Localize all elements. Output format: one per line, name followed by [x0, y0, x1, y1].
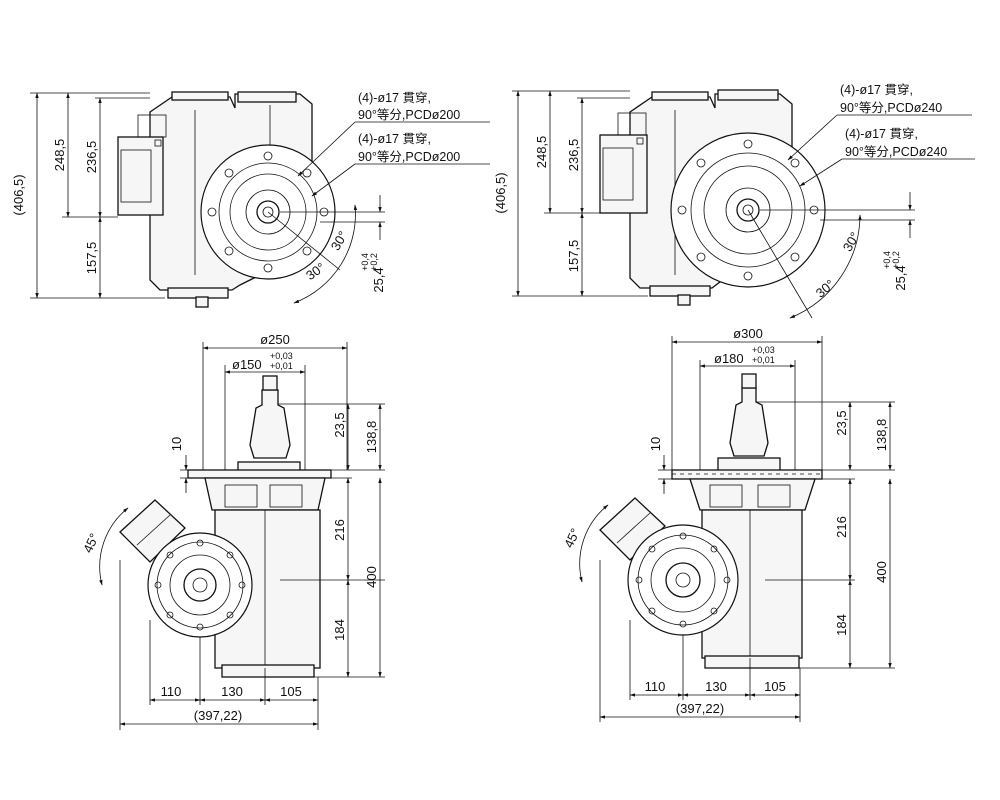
dim-width-130: 130: [221, 684, 243, 699]
pull-stud: [262, 375, 278, 391]
dim-400: 400: [364, 566, 379, 588]
dim-offset-tol-minus: +0,2: [369, 253, 379, 271]
top-cap: [717, 89, 779, 101]
dim-total-width: (397,22): [676, 701, 724, 716]
dim-138-8: 138,8: [364, 421, 379, 454]
dim-23-5: 23,5: [834, 410, 849, 435]
dim-offset-tol-minus: +0,2: [891, 251, 901, 269]
dim-bore-tol-minus: +0,01: [752, 355, 775, 365]
dim-mid-height: 236,5: [84, 141, 99, 174]
dim-offset-tol-plus: +0,4: [882, 251, 892, 269]
tool-holder: [249, 389, 291, 459]
dim-flange-thickness: 10: [169, 437, 184, 451]
callout-1-line2: 90°等分,PCDø240: [840, 100, 942, 115]
angle-label-1: 30°: [840, 229, 863, 254]
callout-2-line1: (4)-ø17 貫穿,: [358, 131, 431, 146]
view-bottom-right: ø300 ø180 +0,03 +0,01 10 23,5 138,8 216 …: [561, 326, 895, 722]
callout-2-line1: (4)-ø17 貫穿,: [845, 126, 918, 141]
side-flange: [627, 524, 739, 636]
callout-1-line1: (4)-ø17 貫穿,: [358, 90, 431, 105]
dim-width-110: 110: [645, 679, 666, 694]
dim-offset: 25,4: [893, 265, 908, 290]
dim-23-5: 23,5: [332, 412, 347, 437]
dim-bore-dia: ø150: [232, 357, 262, 372]
dim-upper-height: 248,5: [52, 139, 67, 172]
dim-bore-tol-plus: +0,03: [752, 345, 775, 355]
dim-flange-thickness: 10: [648, 437, 663, 451]
main-flange: [187, 469, 332, 479]
pull-stud: [741, 373, 757, 389]
view-top-left: (406,5) 248,5 236,5 157,5 25,4 +0,4 +0,2…: [11, 90, 490, 308]
callout-1-line1: (4)-ø17 貫穿,: [840, 82, 913, 97]
top-flange: [651, 91, 709, 101]
dim-width-130: 130: [705, 679, 727, 694]
bevel-housing: [204, 477, 326, 511]
dim-total-height: (406,5): [11, 174, 26, 215]
dim-216: 216: [332, 519, 347, 541]
dim-total-width: (397,22): [194, 708, 242, 723]
dim-total-height: (406,5): [493, 172, 508, 213]
bottom-plate: [221, 664, 315, 678]
side-flange: [147, 532, 253, 638]
angle-45: 45°: [80, 531, 102, 555]
dim-flange-dia: ø300: [733, 326, 763, 341]
view-bottom-left: ø250 ø150 +0,03 +0,01 10 23,5 138,8 216 …: [80, 332, 385, 730]
dim-400: 400: [874, 561, 889, 583]
angle-label-2: 30°: [813, 276, 838, 300]
dim-offset: 25,4: [371, 267, 386, 292]
junction-box: [599, 134, 648, 214]
dim-width-110: 110: [161, 684, 182, 699]
dim-lower-height: 157,5: [566, 240, 581, 273]
angle-45: 45°: [561, 526, 583, 550]
dim-184: 184: [834, 614, 849, 636]
dim-184: 184: [332, 619, 347, 641]
tool-holder: [729, 387, 769, 457]
dim-bore-tol-minus: +0,01: [270, 361, 293, 371]
dim-138-8: 138,8: [874, 419, 889, 452]
dim-width-105: 105: [280, 684, 302, 699]
dim-flange-dia: ø250: [260, 332, 290, 347]
junction-box: [117, 136, 164, 216]
bottom-shaft: [677, 294, 691, 306]
bevel-housing: [689, 478, 816, 511]
callout-2-line2: 90°等分,PCDø240: [845, 144, 947, 159]
top-flange: [171, 91, 229, 101]
dim-bore-tol-plus: +0,03: [270, 351, 293, 361]
callout-1-line2: 90°等分,PCDø200: [358, 107, 460, 122]
callout-2-line2: 90°等分,PCDø200: [358, 149, 460, 164]
top-cap: [237, 91, 297, 103]
bottom-shaft: [195, 296, 209, 308]
dim-mid-height: 236,5: [566, 139, 581, 172]
view-top-right: (406,5) 248,5 236,5 157,5 25,4 +0,4 +0,2…: [493, 82, 975, 319]
main-flange: [671, 469, 823, 480]
bottom-plate: [704, 655, 800, 669]
dim-bore-dia: ø180: [714, 351, 744, 366]
dim-upper-height: 248,5: [534, 136, 549, 169]
main-body: [701, 509, 803, 659]
dim-offset-tol-plus: +0,4: [360, 253, 370, 271]
bolt-holes: [635, 532, 731, 628]
dim-lower-height: 157,5: [84, 242, 99, 275]
bolt-holes: [154, 539, 246, 631]
dim-216: 216: [834, 516, 849, 538]
dim-width-105: 105: [764, 679, 786, 694]
